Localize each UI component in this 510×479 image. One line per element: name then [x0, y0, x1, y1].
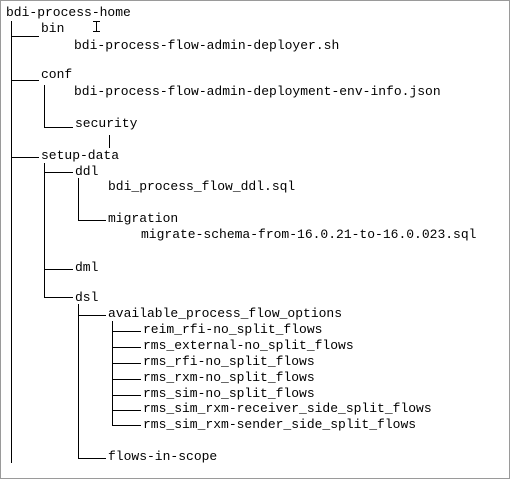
file-ddl-sql: bdi_process_flow_ddl.sql: [108, 179, 296, 194]
folder-bin: bin: [41, 21, 65, 36]
list-item: rms_sim_rxm-receiver_side_split_flows: [143, 401, 432, 416]
folder-setup-data: setup-data: [41, 148, 120, 163]
list-item: reim_rfi-no_split_flows: [143, 322, 323, 337]
folder-available-process-flow-options: available_process_flow_options: [108, 306, 343, 321]
folder-ddl: ddl: [75, 164, 99, 179]
folder-security: security: [75, 116, 138, 131]
folder-dsl: dsl: [75, 290, 99, 305]
list-item: rms_external-no_split_flows: [143, 338, 354, 353]
folder-migration: migration: [108, 211, 179, 226]
list-item: rms_sim_rxm-sender_side_split_flows: [143, 417, 417, 432]
file-deployer-script: bdi-process-flow-admin-deployer.sh: [74, 38, 340, 53]
list-item: rms_rxm-no_split_flows: [143, 370, 315, 385]
file-env-info-json: bdi-process-flow-admin-deployment-env-in…: [74, 84, 441, 99]
file-migrate-schema-sql: migrate-schema-from-16.0.21-to-16.0.023.…: [141, 227, 477, 242]
list-item: rms_rfi-no_split_flows: [143, 354, 315, 369]
folder-dml: dml: [75, 260, 99, 275]
root-folder: bdi-process-home: [6, 5, 131, 20]
folder-conf: conf: [41, 67, 73, 82]
list-item: rms_sim-no_split_flows: [143, 386, 315, 401]
folder-flows-in-scope: flows-in-scope: [108, 449, 218, 464]
